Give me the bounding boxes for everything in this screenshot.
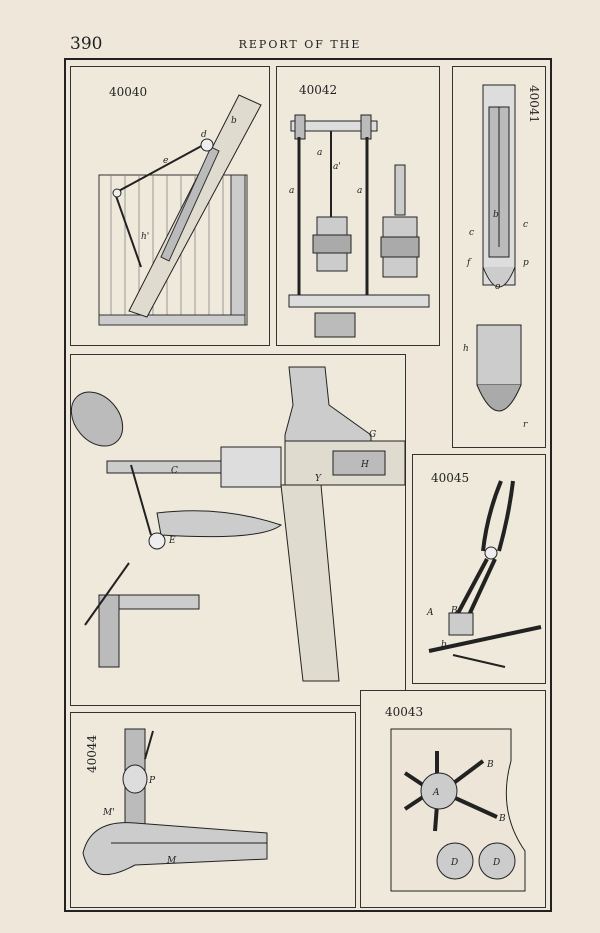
svg-text:b: b — [231, 116, 237, 126]
running-title: REPORT OF THE — [238, 38, 362, 51]
figure-number: 40045 — [431, 471, 470, 485]
figure-main-drawing: G H C E Y — [71, 366, 406, 682]
svg-text:b: b — [441, 640, 447, 650]
figure-number: 40042 — [299, 83, 338, 97]
svg-text:h: h — [463, 344, 469, 354]
svg-text:r: r — [523, 420, 528, 430]
figure-40042: 40042 a a a' a — [276, 66, 440, 346]
svg-text:a: a — [357, 186, 362, 196]
svg-text:p: p — [523, 258, 529, 268]
figure-main: G H C E Y — [70, 354, 406, 706]
svg-text:B: B — [486, 760, 494, 770]
svg-text:A: A — [432, 788, 440, 798]
figure-40044-drawing: P M' M — [82, 728, 268, 875]
figure-40040-drawing: d e b h' — [98, 94, 262, 326]
svg-text:c: c — [523, 220, 528, 230]
svg-text:M': M' — [102, 808, 115, 818]
svg-text:f: f — [466, 258, 472, 268]
figure-40043: 40043 A B B D D — [360, 690, 546, 908]
svg-text:b: b — [493, 210, 499, 220]
plate-frame: 40040 d e b h' 40042 — [64, 58, 552, 912]
figure-40043-drawing: A B B D D — [390, 728, 526, 892]
svg-text:G: G — [369, 430, 376, 440]
svg-text:a': a' — [333, 162, 341, 172]
svg-text:o: o — [495, 282, 501, 292]
svg-text:C: C — [171, 466, 178, 476]
figure-40041-drawing: b c c f p o h r — [463, 84, 529, 430]
svg-text:P: P — [148, 776, 156, 786]
svg-text:a: a — [317, 148, 322, 158]
svg-text:h': h' — [141, 232, 149, 242]
svg-text:H: H — [360, 460, 369, 470]
figure-40045-drawing: A Bb — [426, 480, 542, 668]
svg-text:M: M — [166, 856, 177, 866]
svg-text:E: E — [168, 536, 176, 546]
svg-text:B: B — [498, 814, 506, 824]
svg-text:A: A — [426, 608, 434, 618]
svg-text:B: B — [450, 606, 458, 616]
figure-number: 40040 — [109, 85, 148, 99]
svg-text:c: c — [469, 228, 474, 238]
svg-text:d: d — [201, 130, 207, 140]
svg-text:D: D — [492, 858, 500, 868]
svg-text:Y: Y — [315, 474, 322, 484]
svg-text:a: a — [289, 186, 294, 196]
figure-number: 40043 — [385, 705, 424, 719]
svg-text:e: e — [163, 156, 168, 166]
page-number: 390 — [70, 34, 103, 54]
svg-text:D: D — [450, 858, 458, 868]
figure-40040: 40040 d e b h' — [70, 66, 270, 346]
figure-40042-drawing: a a a' a — [288, 114, 430, 338]
